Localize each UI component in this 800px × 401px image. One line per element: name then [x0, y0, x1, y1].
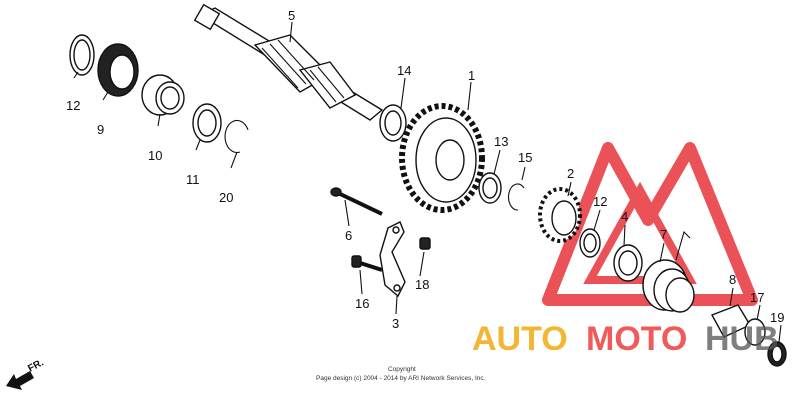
washer-13 [744, 318, 766, 346]
callout-2: 2 [567, 166, 574, 181]
bushing-10 [141, 74, 185, 116]
copyright-text: Page design (c) 2004 - 2014 by ARI Netwo… [316, 375, 486, 382]
gear-2 [538, 187, 582, 243]
arm-3 [379, 221, 406, 298]
callout-15: 14 [397, 63, 411, 78]
circlip-20 [224, 120, 249, 154]
large-gear-1 [399, 103, 485, 213]
watermark-hub: HUB [705, 320, 779, 358]
copyright-title: Copyright [388, 366, 416, 373]
callout-5: 5 [288, 8, 295, 23]
nut-18 [419, 237, 431, 250]
callout-7: 7 [660, 227, 667, 242]
callout-3: 3 [392, 316, 399, 331]
front-arrow-icon: FR. [6, 357, 46, 390]
callouts: 5 1 14 12 9 10 11 20 13 15 2 12 4 7 8 17… [66, 8, 784, 331]
callout-12b: 12 [593, 194, 607, 209]
callout-9: 9 [97, 122, 104, 137]
main-shaft [193, 3, 384, 121]
callout-8: 8 [729, 272, 736, 287]
callout-14: 13 [494, 134, 508, 149]
callout-20: 20 [219, 190, 233, 205]
watermark-moto: MOTO [586, 320, 687, 358]
spring-7 [642, 230, 695, 313]
bolt-17 [351, 255, 383, 272]
callout-19: 19 [770, 310, 784, 325]
watermark-auto: AUTO [472, 320, 568, 358]
callout-13: 17 [750, 290, 764, 305]
callout-11: 11 [186, 172, 200, 187]
circlip-16 [507, 183, 525, 211]
callout-6: 6 [345, 228, 352, 243]
callout-16: 15 [518, 150, 532, 165]
callout-4: 4 [621, 209, 628, 224]
gear-9 [97, 43, 139, 97]
front-label: FR. [26, 357, 46, 374]
callout-18: 18 [415, 277, 429, 292]
watermark-text: AUTO MOTO HUB [472, 320, 779, 358]
callout-10: 10 [148, 148, 162, 163]
callout-17: 16 [355, 296, 369, 311]
pin-6 [330, 187, 383, 216]
callout-1: 1 [468, 68, 475, 83]
leader-lines [73, 21, 782, 343]
watermark-logo-icon [542, 142, 758, 306]
callout-12a: 12 [66, 98, 80, 113]
